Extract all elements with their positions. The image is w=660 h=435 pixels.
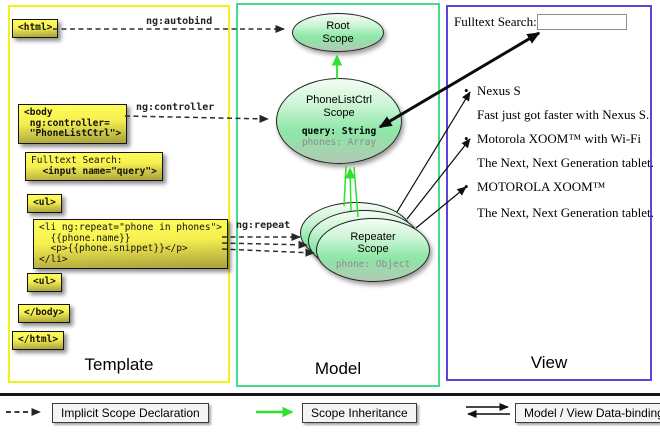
view-search-label: Fulltext Search:: [454, 14, 537, 29]
edge-label-autobind: ng:autobind: [146, 16, 213, 27]
phonelistctrl-scope-title: PhoneListCtrl Scope: [305, 94, 373, 119]
repeater-scope-title: Repeater Scope: [350, 230, 396, 256]
code-box-ul-close: <ul>: [27, 273, 62, 292]
legend-model-view-data-binding: Model / View Data-binding: [515, 403, 660, 423]
phonelistctrl-query-prop: query: String: [301, 126, 377, 137]
view-panel-title: View: [530, 353, 568, 372]
code-box-html-close: </html>: [12, 331, 65, 350]
fulltext-search-input[interactable]: [537, 14, 627, 30]
model-panel: Model: [236, 3, 440, 387]
phonelistctrl-scope-ellipse: PhoneListCtrl Scope query: String phones…: [276, 78, 402, 164]
list-item-snippet: The Next, Next Generation tablet.: [477, 205, 654, 220]
code-box-body-close: </body>: [18, 304, 71, 323]
edge-label-repeat: ng:repeat: [236, 220, 291, 231]
template-panel-title: Template: [84, 355, 154, 374]
edge-label-controller: ng:controller: [136, 102, 215, 113]
view-phone-list: • Nexus S Fast just got faster with Nexus…: [464, 79, 654, 223]
bullet-icon: •: [464, 179, 469, 194]
item-name-text: Nexus S: [477, 83, 521, 98]
repeater-scope-ellipse-front: Repeater Scope phone: Object: [316, 218, 430, 282]
legend-separator: [0, 393, 660, 396]
legend-implicit-scope-declaration: Implicit Scope Declaration: [52, 403, 209, 423]
item-name-text: MOTOROLA XOOM™: [477, 179, 606, 194]
legend-scope-inheritance: Scope Inheritance: [302, 403, 417, 423]
list-item-snippet: The Next, Next Generation tablet.: [477, 155, 654, 170]
item-name-text: Motorola XOOM™ with Wi-Fi: [477, 131, 642, 146]
code-box-fulltext: Fulltext Search: <input name="query">: [25, 152, 163, 181]
bullet-icon: •: [464, 83, 469, 98]
code-box-body-open: <body ng:controller= "PhoneListCtrl">: [18, 104, 128, 144]
root-scope-ellipse: Root Scope: [292, 13, 384, 52]
code-box-li-repeat: <li ng:repeat="phone in phones"> {{phone…: [33, 219, 229, 269]
code-fulltext-label: Fulltext Search:: [31, 155, 123, 166]
list-item-name: • Motorola XOOM™ with Wi-Fi: [464, 127, 649, 151]
code-box-ul-open: <ul>: [27, 194, 62, 213]
root-scope-title: Root Scope: [322, 20, 354, 45]
bullet-icon: •: [464, 131, 469, 146]
phonelistctrl-phones-prop: phones: Array: [301, 137, 377, 148]
list-item-name: • Nexus S: [464, 79, 649, 103]
code-input-tag: <input name="query">: [31, 165, 157, 177]
repeater-phone-prop: phone: Object: [335, 258, 411, 270]
model-panel-title: Model: [314, 359, 362, 378]
code-box-html-open: <html>: [12, 19, 59, 38]
list-item-snippet: Fast just got faster with Nexus S.: [477, 107, 650, 122]
list-item-name: • MOTOROLA XOOM™: [464, 175, 649, 199]
